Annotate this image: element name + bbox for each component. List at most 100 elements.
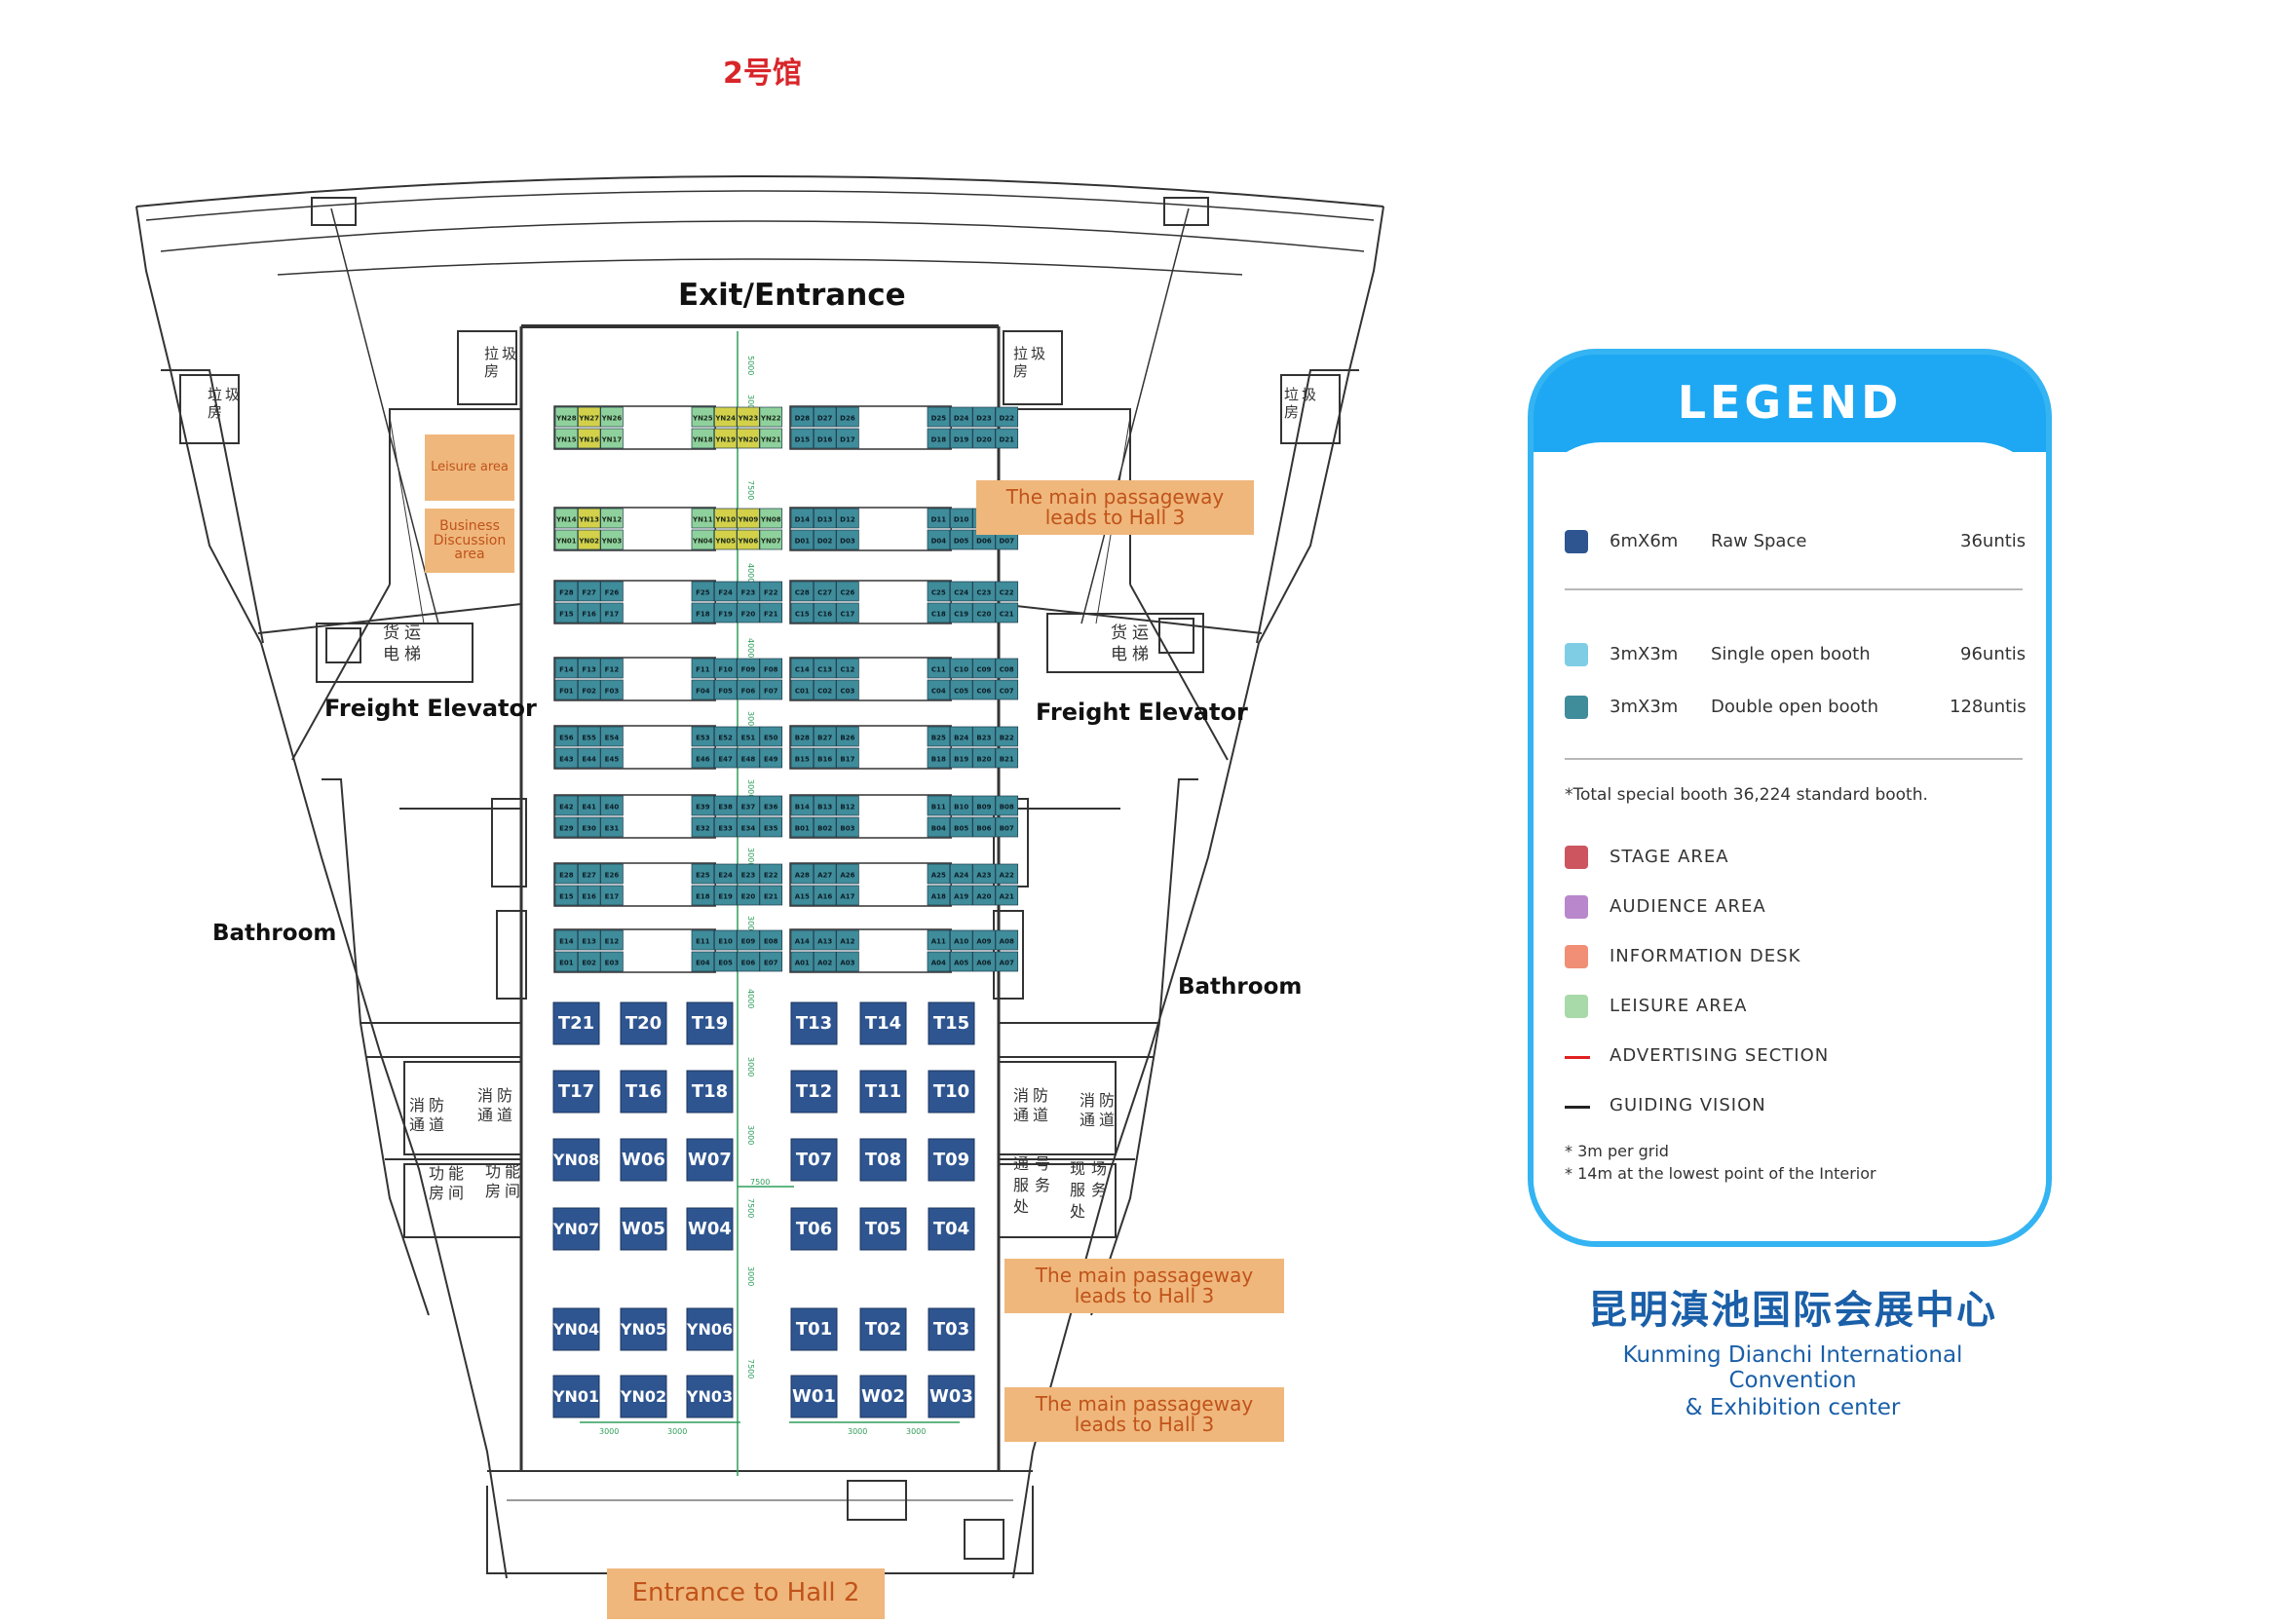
booth-E26[interactable] bbox=[600, 863, 624, 885]
booth-A04[interactable] bbox=[927, 951, 951, 972]
booth-A23[interactable] bbox=[972, 863, 996, 885]
booth-YN11[interactable] bbox=[691, 508, 715, 529]
booth-E29[interactable] bbox=[554, 816, 579, 838]
booth-YN17[interactable] bbox=[600, 428, 624, 449]
booth-A06[interactable] bbox=[972, 951, 996, 972]
booth-F14[interactable] bbox=[554, 658, 579, 679]
booth-YN15[interactable] bbox=[554, 428, 579, 449]
booth-E09[interactable] bbox=[737, 929, 760, 951]
booth-E20[interactable] bbox=[737, 885, 760, 906]
booth-D18[interactable] bbox=[927, 428, 951, 449]
raw-booth-YN02[interactable] bbox=[620, 1375, 667, 1418]
booth-B11[interactable] bbox=[927, 795, 951, 816]
booth-YN04[interactable] bbox=[691, 529, 715, 550]
booth-B26[interactable] bbox=[836, 726, 859, 747]
booth-A25[interactable] bbox=[927, 863, 951, 885]
booth-YN14[interactable] bbox=[554, 508, 579, 529]
booth-D04[interactable] bbox=[927, 529, 951, 550]
raw-booth-T11[interactable] bbox=[859, 1070, 907, 1114]
booth-E43[interactable] bbox=[554, 747, 579, 769]
booth-C23[interactable] bbox=[972, 581, 996, 602]
booth-E08[interactable] bbox=[759, 929, 783, 951]
booth-E17[interactable] bbox=[600, 885, 624, 906]
booth-A22[interactable] bbox=[995, 863, 1019, 885]
booth-A28[interactable] bbox=[790, 863, 814, 885]
booth-D19[interactable] bbox=[949, 428, 973, 449]
booth-E24[interactable] bbox=[713, 863, 738, 885]
booth-C05[interactable] bbox=[949, 679, 973, 700]
booth-A03[interactable] bbox=[836, 951, 859, 972]
raw-booth-W02[interactable] bbox=[859, 1375, 907, 1418]
booth-YN02[interactable] bbox=[577, 529, 601, 550]
booth-YN09[interactable] bbox=[737, 508, 760, 529]
booth-B17[interactable] bbox=[836, 747, 859, 769]
booth-E49[interactable] bbox=[759, 747, 783, 769]
booth-E48[interactable] bbox=[737, 747, 760, 769]
booth-F12[interactable] bbox=[600, 658, 624, 679]
booth-B25[interactable] bbox=[927, 726, 951, 747]
booth-E30[interactable] bbox=[577, 816, 601, 838]
booth-A15[interactable] bbox=[790, 885, 814, 906]
booth-A12[interactable] bbox=[836, 929, 859, 951]
booth-A14[interactable] bbox=[790, 929, 814, 951]
booth-E05[interactable] bbox=[713, 951, 738, 972]
booth-E47[interactable] bbox=[713, 747, 738, 769]
booth-E13[interactable] bbox=[577, 929, 601, 951]
booth-E18[interactable] bbox=[691, 885, 715, 906]
raw-booth-T21[interactable] bbox=[552, 1001, 600, 1045]
booth-A01[interactable] bbox=[790, 951, 814, 972]
booth-D16[interactable] bbox=[813, 428, 837, 449]
booth-D27[interactable] bbox=[813, 406, 837, 428]
booth-B24[interactable] bbox=[949, 726, 973, 747]
booth-F22[interactable] bbox=[759, 581, 783, 602]
booth-YN28[interactable] bbox=[554, 406, 579, 428]
raw-booth-T04[interactable] bbox=[928, 1207, 975, 1251]
booth-B14[interactable] bbox=[790, 795, 814, 816]
booth-B27[interactable] bbox=[813, 726, 837, 747]
booth-YN25[interactable] bbox=[691, 406, 715, 428]
booth-C07[interactable] bbox=[995, 679, 1019, 700]
booth-E32[interactable] bbox=[691, 816, 715, 838]
raw-booth-T16[interactable] bbox=[620, 1070, 667, 1114]
booth-C27[interactable] bbox=[813, 581, 837, 602]
booth-C18[interactable] bbox=[927, 602, 951, 623]
booth-E46[interactable] bbox=[691, 747, 715, 769]
raw-booth-T12[interactable] bbox=[790, 1070, 838, 1114]
raw-booth-W05[interactable] bbox=[620, 1207, 667, 1251]
booth-E42[interactable] bbox=[554, 795, 579, 816]
raw-booth-T09[interactable] bbox=[928, 1138, 975, 1182]
booth-A26[interactable] bbox=[836, 863, 859, 885]
booth-D15[interactable] bbox=[790, 428, 814, 449]
booth-D25[interactable] bbox=[927, 406, 951, 428]
booth-YN18[interactable] bbox=[691, 428, 715, 449]
booth-B07[interactable] bbox=[995, 816, 1019, 838]
booth-E41[interactable] bbox=[577, 795, 601, 816]
booth-F08[interactable] bbox=[759, 658, 783, 679]
booth-B06[interactable] bbox=[972, 816, 996, 838]
booth-A13[interactable] bbox=[813, 929, 837, 951]
booth-C02[interactable] bbox=[813, 679, 837, 700]
booth-E39[interactable] bbox=[691, 795, 715, 816]
booth-C19[interactable] bbox=[949, 602, 973, 623]
booth-B02[interactable] bbox=[813, 816, 837, 838]
booth-D01[interactable] bbox=[790, 529, 814, 550]
booth-F09[interactable] bbox=[737, 658, 760, 679]
booth-F04[interactable] bbox=[691, 679, 715, 700]
booth-A21[interactable] bbox=[995, 885, 1019, 906]
booth-D17[interactable] bbox=[836, 428, 859, 449]
booth-YN10[interactable] bbox=[713, 508, 738, 529]
booth-C26[interactable] bbox=[836, 581, 859, 602]
booth-YN26[interactable] bbox=[600, 406, 624, 428]
booth-B13[interactable] bbox=[813, 795, 837, 816]
raw-booth-T14[interactable] bbox=[859, 1001, 907, 1045]
booth-YN21[interactable] bbox=[759, 428, 783, 449]
booth-C15[interactable] bbox=[790, 602, 814, 623]
booth-A10[interactable] bbox=[949, 929, 973, 951]
booth-F07[interactable] bbox=[759, 679, 783, 700]
booth-A07[interactable] bbox=[995, 951, 1019, 972]
booth-A08[interactable] bbox=[995, 929, 1019, 951]
raw-booth-T10[interactable] bbox=[928, 1070, 975, 1114]
booth-B04[interactable] bbox=[927, 816, 951, 838]
booth-B15[interactable] bbox=[790, 747, 814, 769]
booth-C16[interactable] bbox=[813, 602, 837, 623]
